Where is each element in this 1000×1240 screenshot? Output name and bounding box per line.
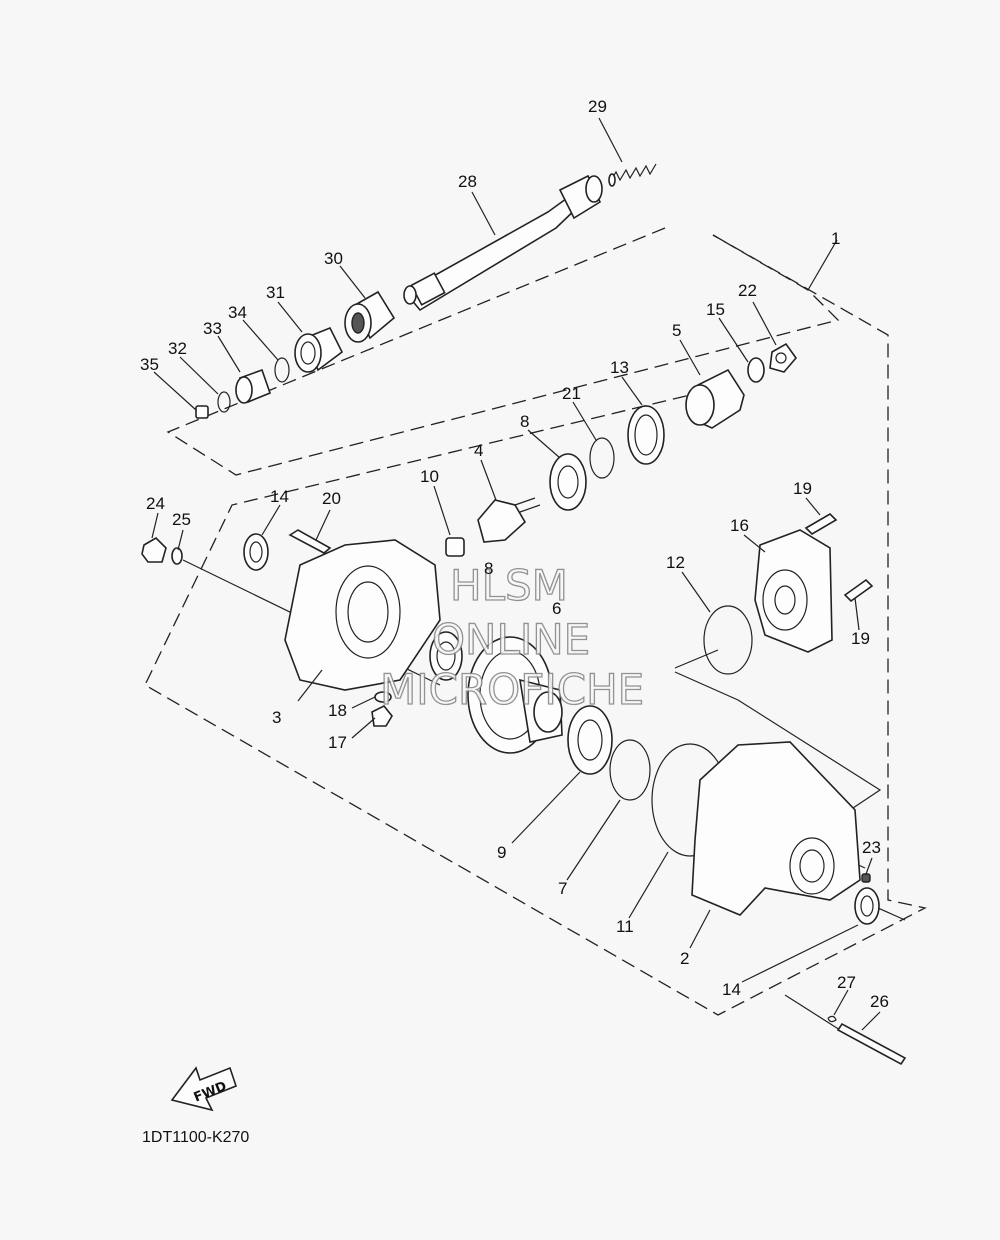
part-3-housing: [284, 539, 441, 691]
label-part-3: 3: [272, 708, 281, 727]
label-part-31: 31: [266, 283, 285, 302]
part-19-bolt: [804, 512, 838, 536]
label-part-19-top: 19: [793, 479, 812, 498]
label-part-11: 11: [616, 917, 634, 936]
watermark-line-1: HLSM: [450, 561, 568, 610]
part-33-needle-bearing: [235, 368, 272, 404]
part-7-shim: [609, 739, 651, 801]
part-22-nut: [769, 342, 798, 373]
watermark-line-3: MICROFICHE: [380, 665, 644, 714]
part-9-bearing: [567, 705, 613, 775]
label-part-30: 30: [324, 249, 343, 268]
part-8-bearing: [549, 453, 587, 511]
forward-arrow-icon: FWD: [170, 1066, 237, 1112]
part-6-ring-gear: [467, 636, 563, 754]
part-27-clip: [827, 1015, 837, 1023]
part-8-bearing: [429, 631, 463, 681]
label-part-16: 16: [730, 516, 749, 535]
label-part-10: 10: [420, 467, 439, 486]
part-14-oil-seal: [854, 887, 880, 925]
part-29-spring: [608, 163, 657, 187]
part-24-nut: [141, 536, 167, 563]
part-25-washer: [171, 547, 183, 565]
part-10-bearing: [445, 537, 465, 557]
label-part-35: 35: [140, 355, 159, 374]
label-part-26: 26: [870, 992, 889, 1011]
label-part-6: 6: [552, 599, 561, 618]
part-32-circlip: [217, 391, 231, 413]
label-part-8-upper: 8: [520, 412, 529, 431]
drawing-code: 1DT1100-K270: [142, 1129, 249, 1146]
label-part-15: 15: [706, 300, 725, 319]
part-16-cover: [754, 529, 833, 653]
label-part-18: 18: [328, 701, 347, 720]
label-part-12: 12: [666, 553, 685, 572]
watermark: HLSM ONLINE MICROFICHE: [379, 560, 644, 714]
label-part-17: 17: [328, 733, 347, 752]
part-19-bolt: [843, 578, 874, 603]
label-part-5: 5: [672, 321, 681, 340]
label-part-32: 32: [168, 339, 187, 358]
label-part-34: 34: [228, 303, 247, 322]
label-part-4: 4: [474, 441, 483, 460]
part-13-oil-seal: [627, 405, 665, 465]
part-17-plug: [371, 704, 393, 727]
label-part-8-lower: 8: [484, 559, 493, 578]
label-part-9: 9: [497, 843, 506, 862]
part-31-bearing: [294, 326, 344, 373]
part-26-pin: [836, 1022, 907, 1066]
part-15-washer: [747, 357, 765, 383]
part-21-shim: [589, 437, 615, 479]
part-5-coupling-gear: [685, 368, 745, 429]
label-part-20: 20: [322, 489, 341, 508]
part-4-pinion-gear: [477, 497, 541, 543]
label-part-29: 29: [588, 97, 607, 116]
label-part-33: 33: [203, 319, 222, 338]
part-2-housing: [691, 741, 861, 916]
part-30-bearing: [344, 290, 396, 343]
part-labels: 1 29 28 30 31 34 33 32 35 22 15 5 13 21 …: [140, 97, 889, 1011]
label-part-24: 24: [146, 494, 165, 513]
label-part-7: 7: [558, 879, 567, 898]
label-part-27: 27: [837, 973, 856, 992]
part-12-o-ring: [703, 605, 753, 675]
part-34-circlip: [274, 357, 290, 383]
part-28-drive-shaft: [403, 174, 603, 312]
label-part-2: 2: [680, 949, 689, 968]
label-part-13: 13: [610, 358, 629, 377]
label-part-21: 21: [562, 384, 581, 403]
label-leaders: [151, 117, 881, 1031]
label-part-25: 25: [172, 510, 191, 529]
label-part-1: 1: [831, 229, 840, 248]
label-part-28: 28: [458, 172, 477, 191]
part-14-oil-seal: [243, 533, 269, 571]
label-part-22: 22: [738, 281, 757, 300]
part-23-pin: [861, 873, 871, 883]
label-part-14-left: 14: [270, 487, 289, 506]
label-part-19-bottom: 19: [851, 629, 870, 648]
label-part-14-right: 14: [722, 980, 741, 999]
part-35-plug: [195, 405, 209, 419]
watermark-line-2: ONLINE: [432, 615, 590, 664]
label-part-23: 23: [862, 838, 881, 857]
part-20-bolt: [288, 529, 332, 554]
